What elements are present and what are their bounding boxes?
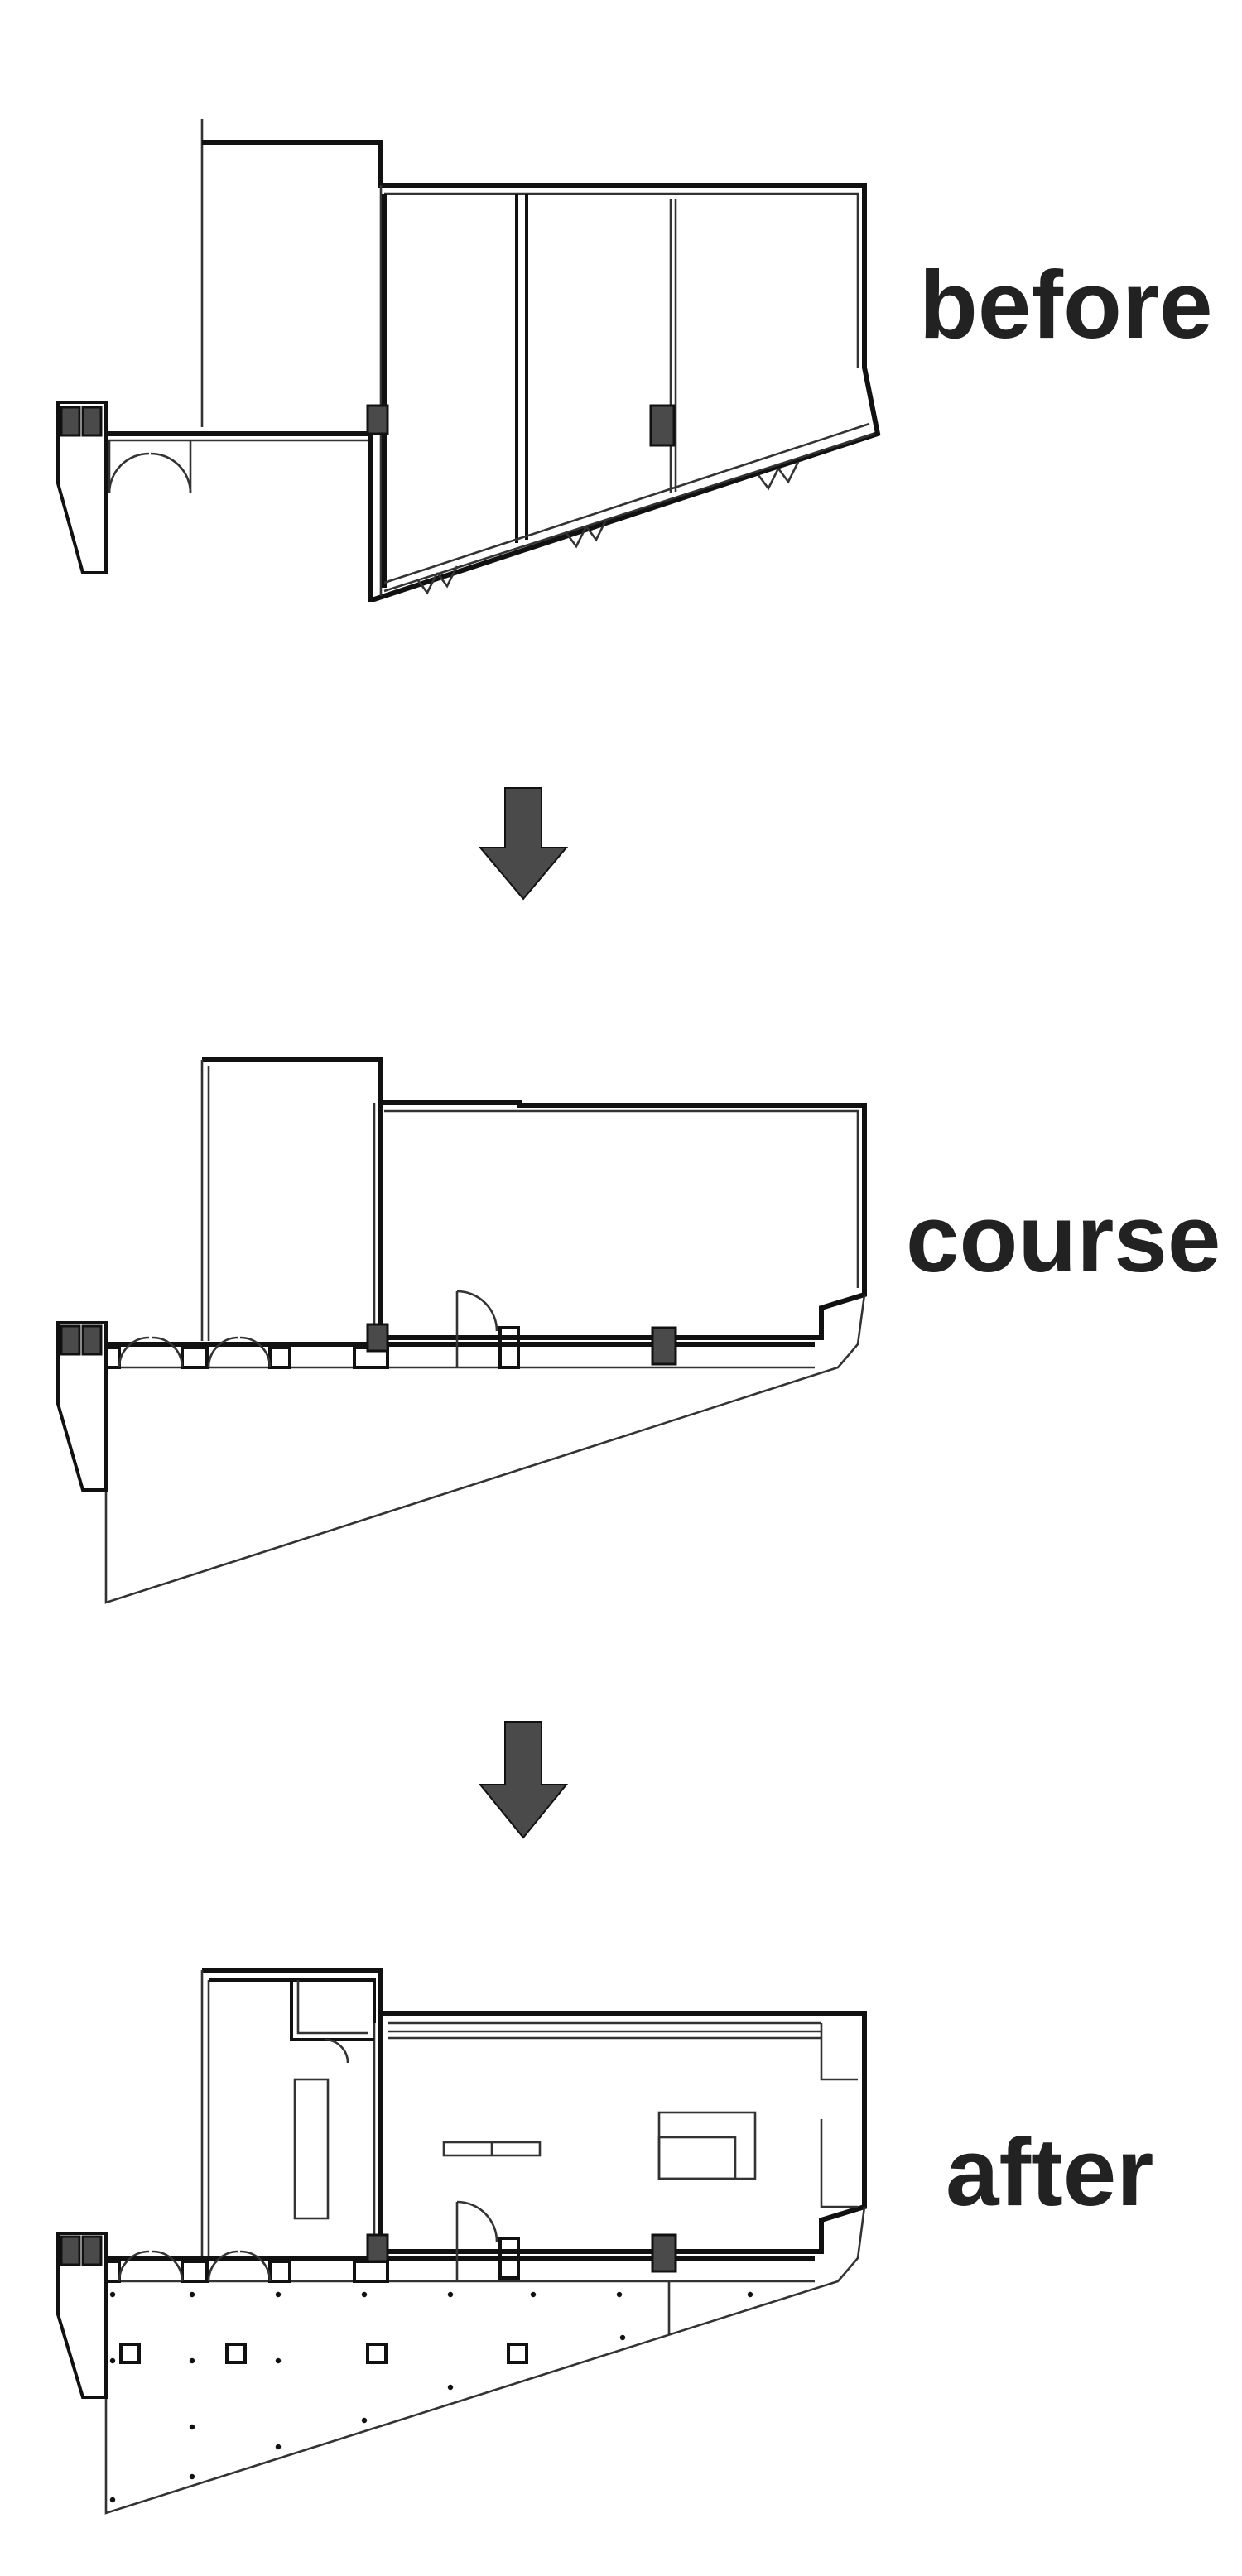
- label-before: before: [919, 251, 1213, 358]
- arrow-down-icon: [478, 1721, 569, 1839]
- label-after: after: [946, 2118, 1153, 2226]
- arrow-down-icon: [478, 787, 569, 901]
- label-course: course: [906, 1185, 1220, 1292]
- plan-before: [56, 119, 881, 602]
- plan-after: [56, 1968, 867, 2515]
- plan-course: [56, 1057, 867, 1604]
